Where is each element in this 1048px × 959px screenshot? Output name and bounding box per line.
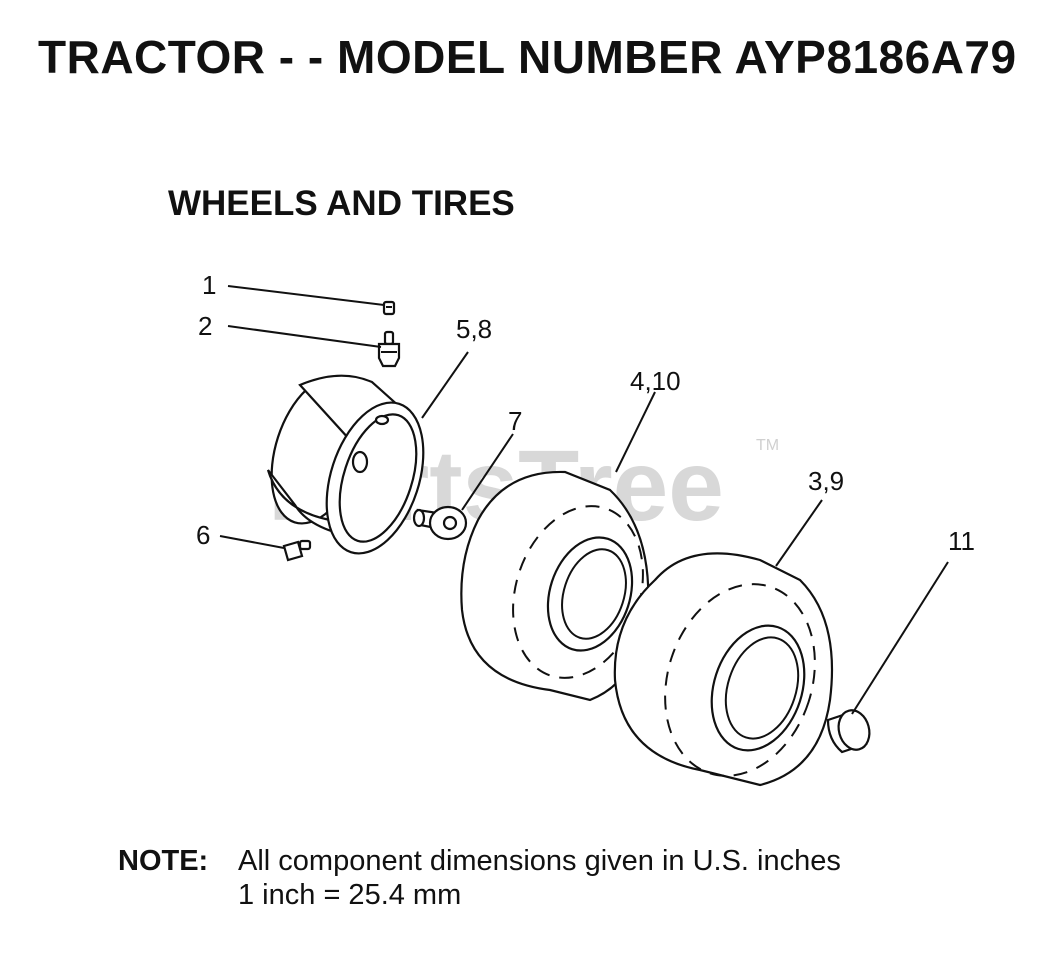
section-title: WHEELS AND TIRES <box>168 184 515 223</box>
part-6-grease-fitting <box>282 539 312 562</box>
note-label: NOTE: <box>118 845 209 877</box>
callout-5-8: 5,8 <box>456 314 492 344</box>
leader-line-5-8 <box>421 351 469 419</box>
part-11-hub-cap <box>826 709 871 754</box>
part-1-valve-cap <box>382 300 396 316</box>
part-7-bushing <box>412 505 468 541</box>
callout-2: 2 <box>198 311 212 341</box>
leader-line-6 <box>219 535 285 549</box>
callout-6: 6 <box>196 520 210 550</box>
part-3-9-tire <box>613 552 834 787</box>
part-4-10-tire <box>460 470 650 702</box>
part-5-8-wheel-rim <box>266 374 425 555</box>
leader-line-1 <box>227 285 385 306</box>
leader-line-4-10 <box>615 391 656 473</box>
callout-4-10: 4,10 <box>630 366 681 396</box>
note-line-2: 1 inch = 25.4 mm <box>238 879 462 911</box>
callout-1: 1 <box>202 270 216 300</box>
leader-line-11 <box>851 561 949 715</box>
callout-3-9: 3,9 <box>808 466 844 496</box>
callout-7: 7 <box>508 406 522 436</box>
leader-line-2 <box>227 325 382 348</box>
callout-11: 11 <box>948 526 975 556</box>
note-line-1: All component dimensions given in U.S. i… <box>238 845 841 877</box>
part-2-valve-stem <box>377 330 401 368</box>
leader-line-3-9 <box>775 499 823 567</box>
note-block: NOTE: All component dimensions given in U… <box>118 845 841 911</box>
leader-line-7 <box>461 433 514 511</box>
watermark-tm: TM <box>756 437 779 454</box>
page-title: TRACTOR - - MODEL NUMBER AYP8186A79 <box>38 31 1017 83</box>
